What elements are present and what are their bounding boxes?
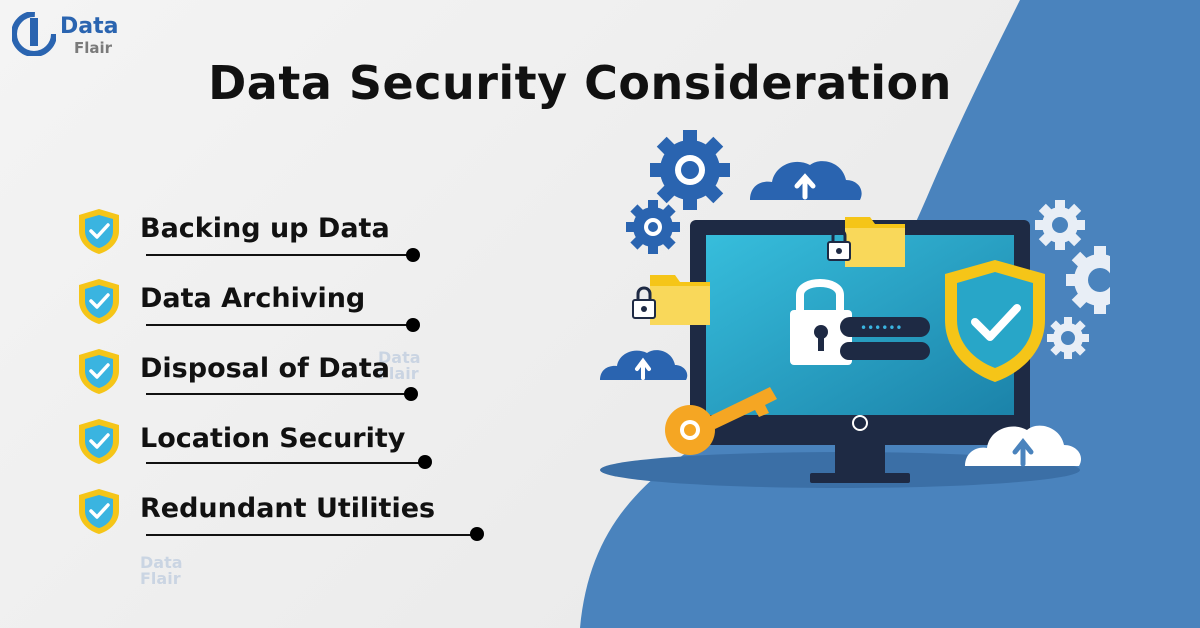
watermark: Data Flair xyxy=(378,348,421,383)
security-illustration: •••••• xyxy=(600,130,1110,483)
key-icon xyxy=(665,387,777,455)
folder-lock-icon xyxy=(632,275,710,325)
page-title: Data Security Consideration xyxy=(208,56,952,110)
item-label: Data Archiving xyxy=(140,283,366,314)
list-item: Backing up Data xyxy=(76,205,506,255)
password-field xyxy=(840,342,930,360)
underline xyxy=(146,324,412,326)
underline xyxy=(146,462,420,464)
logo-text-data: Data xyxy=(60,14,119,39)
consideration-list: Backing up Data Data Archiving Disposal … xyxy=(76,205,506,565)
password-mask: •••••• xyxy=(860,321,902,335)
bullet-dot xyxy=(406,318,420,332)
shield-check-icon xyxy=(945,260,1045,382)
cloud-upload-icon xyxy=(965,425,1082,467)
shield-check-icon xyxy=(79,279,119,324)
gear-icon xyxy=(1035,200,1085,250)
shield-check-icon xyxy=(79,489,119,534)
dataflair-logo[interactable]: Data Flair xyxy=(12,10,132,62)
bullet-dot xyxy=(404,387,418,401)
underline xyxy=(146,393,410,395)
gear-icon xyxy=(1066,246,1110,314)
padlock-icon xyxy=(790,279,852,365)
item-label: Disposal of Data xyxy=(140,353,391,384)
logo-text-flair: Flair xyxy=(74,39,113,57)
gear-icon xyxy=(626,200,680,254)
password-field xyxy=(840,317,930,337)
list-item: Data Archiving xyxy=(76,275,506,325)
shield-check-icon xyxy=(79,209,119,254)
shield-check-icon xyxy=(79,349,119,394)
dataflair-logo-icon xyxy=(12,12,56,56)
underline xyxy=(146,254,410,256)
gear-icon xyxy=(650,130,730,210)
cloud-upload-icon xyxy=(750,161,862,200)
underline xyxy=(146,534,476,536)
folder-lock-icon xyxy=(827,217,905,267)
gear-icon xyxy=(1047,317,1089,359)
item-label: Location Security xyxy=(140,423,406,454)
item-label: Redundant Utilities xyxy=(140,493,436,524)
item-label: Backing up Data xyxy=(140,213,390,244)
cloud-upload-icon xyxy=(600,350,688,380)
list-item: Location Security xyxy=(76,415,506,465)
watermark: Data Flair xyxy=(140,553,183,588)
list-item: Disposal of Data xyxy=(76,345,506,395)
list-item: Redundant Utilities xyxy=(76,485,506,535)
bullet-dot xyxy=(418,455,432,469)
bullet-dot xyxy=(470,527,484,541)
bullet-dot xyxy=(406,248,420,262)
shield-check-icon xyxy=(79,419,119,464)
